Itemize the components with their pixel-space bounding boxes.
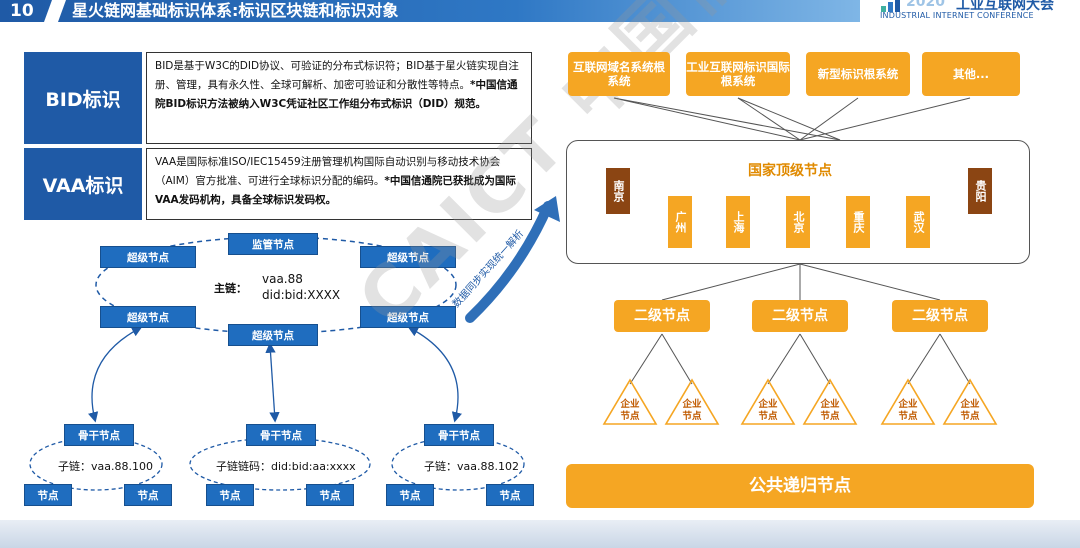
header: 10 星火链网基础标识体系:标识区块链和标识对象 2020 工业互联网大会 IN… bbox=[0, 0, 1080, 26]
top-node-nanjing: 南京 bbox=[606, 168, 630, 214]
city-name: 广州 bbox=[674, 211, 687, 233]
backbone-node: 骨干节点 bbox=[246, 424, 316, 446]
root-system-domain: 互联网域名系统根系统 bbox=[568, 52, 670, 96]
footer-band bbox=[0, 520, 1080, 548]
root-system-industrial: 工业互联网标识国际根系统 bbox=[686, 52, 790, 96]
bid-desc-text: BID是基于W3C的DID协议、可验证的分布式标识符；BID基于星火链实现自注册… bbox=[155, 60, 519, 91]
main-chain-line2: did:bid:XXXX bbox=[262, 288, 341, 302]
super-node: 超级节点 bbox=[360, 246, 456, 268]
enterprise-node: 企业节点 bbox=[820, 399, 840, 422]
node: 节点 bbox=[386, 484, 434, 506]
slide-title: 星火链网基础标识体系:标识区块链和标识对象 bbox=[72, 1, 399, 20]
super-node: 超级节点 bbox=[228, 324, 318, 346]
enterprise-node: 企业节点 bbox=[898, 399, 918, 422]
vaa-desc-text: VAA是国际标准ISO/IEC15459注册管理机构国际自动识别与移动技术协会（… bbox=[155, 156, 501, 187]
conference-name: 工业互联网大会 bbox=[956, 0, 1054, 13]
main-chain-label: 主链： bbox=[214, 282, 247, 295]
top-node-wuhan: 武汉 bbox=[906, 196, 930, 248]
top-node-guangzhou: 广州 bbox=[668, 196, 692, 248]
secondary-node: 二级节点 bbox=[752, 300, 848, 332]
node: 节点 bbox=[306, 484, 354, 506]
subchain-text: 子链：vaa.88.100 bbox=[58, 460, 153, 473]
conference-year: 2020 bbox=[906, 0, 945, 10]
super-node: 超级节点 bbox=[360, 306, 456, 328]
bid-label: BID标识 bbox=[24, 52, 142, 144]
top-node-chongqing: 重庆 bbox=[846, 196, 870, 248]
vaa-description: VAA是国际标准ISO/IEC15459注册管理机构国际自动识别与移动技术协会（… bbox=[146, 148, 532, 220]
conference-logo-icon bbox=[881, 0, 900, 12]
enterprise-node: 企业节点 bbox=[758, 399, 778, 422]
super-node: 超级节点 bbox=[100, 246, 196, 268]
top-node-guiyang: 贵阳 bbox=[968, 168, 992, 214]
enterprise-node: 企业节点 bbox=[682, 399, 702, 422]
root-system-other: 其他... bbox=[922, 52, 1020, 96]
supervisor-node: 监管节点 bbox=[228, 233, 318, 255]
slide-number: 10 bbox=[10, 1, 34, 21]
city-name: 贵阳 bbox=[974, 180, 987, 202]
city-name: 上海 bbox=[732, 211, 745, 233]
header-bar bbox=[0, 0, 860, 22]
enterprise-node: 企业节点 bbox=[620, 399, 640, 422]
conference-name-en: INDUSTRIAL INTERNET CONFERENCE bbox=[880, 11, 1034, 20]
node: 节点 bbox=[124, 484, 172, 506]
node: 节点 bbox=[24, 484, 72, 506]
root-system-new: 新型标识根系统 bbox=[806, 52, 910, 96]
city-name: 北京 bbox=[792, 211, 805, 233]
enterprise-node: 企业节点 bbox=[960, 399, 980, 422]
vaa-label: VAA标识 bbox=[24, 148, 142, 220]
subchain-text: 子链：vaa.88.102 bbox=[424, 460, 519, 473]
node: 节点 bbox=[206, 484, 254, 506]
super-node: 超级节点 bbox=[100, 306, 196, 328]
city-name: 重庆 bbox=[852, 211, 865, 233]
public-recursive-node: 公共递归节点 bbox=[566, 464, 1034, 508]
top-node-beijing: 北京 bbox=[786, 196, 810, 248]
secondary-node: 二级节点 bbox=[892, 300, 988, 332]
bid-description: BID是基于W3C的DID协议、可验证的分布式标识符；BID基于星火链实现自注册… bbox=[146, 52, 532, 144]
node: 节点 bbox=[486, 484, 534, 506]
subchain-text: 子链链码：did:bid:aa:xxxx bbox=[216, 460, 356, 473]
top-node-shanghai: 上海 bbox=[726, 196, 750, 248]
backbone-node: 骨干节点 bbox=[64, 424, 134, 446]
bid-desc-bold: *中国信通院BID标识方法被纳入W3C凭证社区工作组分布式标识（DID）规范。 bbox=[155, 79, 518, 110]
vaa-desc-bold: *中国信通院已获批成为国际VAA发码机构，具备全球标识发码权。 bbox=[155, 175, 516, 206]
city-name: 南京 bbox=[612, 180, 625, 202]
backbone-node: 骨干节点 bbox=[424, 424, 494, 446]
national-top-node-title: 国家顶级节点 bbox=[748, 163, 832, 179]
secondary-node: 二级节点 bbox=[614, 300, 710, 332]
main-chain-line1: vaa.88 bbox=[262, 272, 303, 286]
city-name: 武汉 bbox=[912, 211, 925, 233]
